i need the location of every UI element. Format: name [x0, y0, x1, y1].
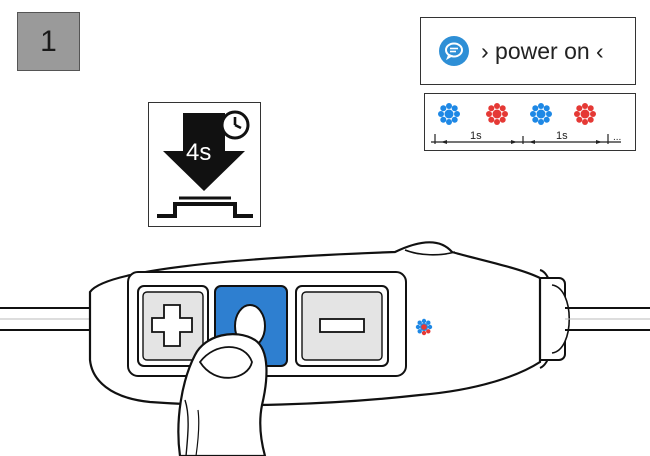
left-cable	[0, 307, 97, 331]
step-number-badge: 1	[17, 12, 80, 71]
step-number: 1	[40, 24, 57, 58]
voice-prompt-box: › power on ‹	[420, 17, 636, 85]
speech-bubble-icon	[439, 36, 469, 66]
thumb-illustration	[177, 333, 268, 456]
button-press-icon	[157, 196, 253, 218]
press-hold-icon-box: 4s	[148, 102, 261, 227]
headset-remote-illustration	[0, 241, 650, 456]
clock-icon	[220, 110, 250, 140]
led-flash-1	[438, 103, 460, 125]
interval-label-2: 1s	[556, 130, 568, 142]
continuation-label: ...	[613, 132, 622, 143]
voice-prompt-text: › power on ‹	[481, 37, 604, 64]
plus-button	[137, 285, 209, 367]
led-pattern-box: 1s 1s ...	[424, 93, 636, 151]
press-duration-text: 4s	[186, 139, 211, 166]
led-flash-2	[486, 103, 508, 125]
interval-label-1: 1s	[470, 130, 482, 142]
led-flash-4	[574, 103, 596, 125]
led-flash-3	[530, 103, 552, 125]
minus-button	[295, 285, 389, 367]
right-plug	[534, 269, 650, 369]
led-indicator	[415, 318, 433, 336]
